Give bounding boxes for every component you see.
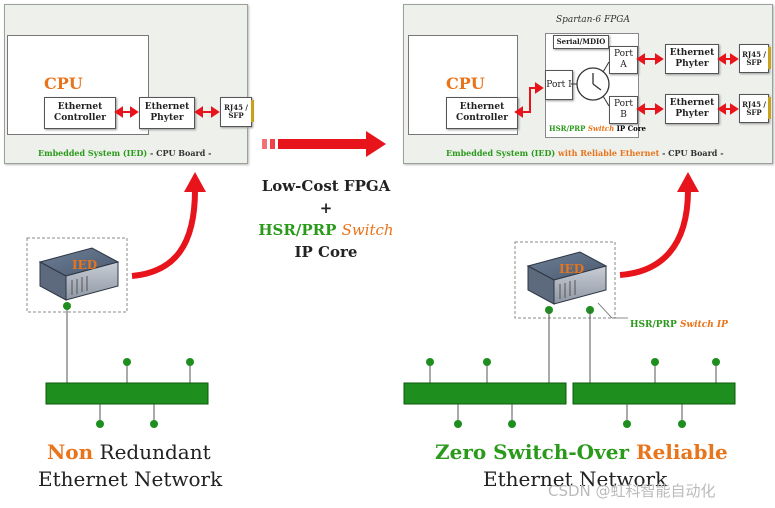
right-board-caption: Embedded System (IED) with Reliable Ethe… <box>446 148 724 158</box>
left-network <box>45 302 209 428</box>
right-ethernet-phyter-bottom: Ethernet Phyter <box>665 94 719 124</box>
right-rj45-pins <box>768 47 771 119</box>
right-caption-rest: - CPU Board - <box>662 148 724 158</box>
switch-clock-icon <box>571 61 610 107</box>
center-caption: Low-Cost FPGA + HSR/PRP Switch IP Core <box>252 175 400 263</box>
switch-ip-green: HSR/PRP <box>630 320 677 330</box>
left-network-title: Non Redundant <box>47 440 211 464</box>
center-line3: HSR/PRP Switch <box>252 219 400 241</box>
serial-mdio-box: Serial/MDIO <box>553 35 609 49</box>
center-line2: + <box>319 199 333 217</box>
left-ethernet-controller: Ethernet Controller <box>44 97 116 129</box>
right-ied-server-icon <box>526 251 608 305</box>
right-uplink-arrow <box>619 189 691 278</box>
switch-ip-orange: Switch IP <box>679 320 728 330</box>
switch-ip-label: HSR/PRP Switch IP <box>630 320 728 330</box>
transform-arrow <box>262 131 386 157</box>
right-link-arrows <box>514 53 739 118</box>
left-ied-label: IED <box>72 258 98 272</box>
right-rj45-sfp-top: RJ45 / SFP <box>739 44 769 73</box>
switch-ip-leader <box>597 302 628 319</box>
ip-core-rest: IP Core <box>616 124 646 133</box>
left-network-subtitle: Ethernet Network <box>38 467 223 491</box>
ip-core-orange: Switch <box>587 124 615 133</box>
ip-core-green: HSR/PRP <box>549 124 586 133</box>
right-caption-green: Embedded System (IED) <box>446 148 556 158</box>
left-link-arrows <box>114 106 220 118</box>
fpga-title: Spartan-6 FPGA <box>556 15 630 25</box>
port-a-box: Port A <box>609 46 638 74</box>
ip-core-caption: HSR/PRP Switch IP Core <box>549 124 646 133</box>
center-line3-orange: Switch <box>341 221 394 239</box>
left-uplink-arrowhead <box>184 172 206 192</box>
right-network-title: Zero Switch-Over Reliable <box>435 440 728 464</box>
center-line4: IP Core <box>294 243 358 261</box>
right-network-subtitle: Ethernet Network <box>483 467 668 491</box>
right-ethernet-controller: Ethernet Controller <box>446 97 518 129</box>
left-rj45-pins <box>251 100 254 122</box>
center-line3-green: HSR/PRP <box>258 221 337 239</box>
port-b-box: Port B <box>609 96 638 124</box>
port-i-box: Port I <box>545 70 573 100</box>
right-title-green: Zero Switch-Over <box>435 440 629 464</box>
left-title-rest: Redundant <box>99 440 211 464</box>
left-rj45-sfp: RJ45 / SFP <box>220 97 252 127</box>
right-caption-orange: with Reliable Ethernet <box>558 148 660 158</box>
right-uplink-arrowhead <box>677 172 699 192</box>
right-ethernet-phyter-top: Ethernet Phyter <box>665 44 719 74</box>
left-uplink-arrow <box>131 189 198 279</box>
left-ied-server-icon <box>38 247 120 301</box>
center-line1: Low-Cost FPGA <box>261 177 391 195</box>
right-ied-frame <box>514 241 616 319</box>
left-cpu-label: CPU <box>44 74 83 93</box>
right-network <box>403 306 736 428</box>
left-board-caption: Embedded System (IED) - CPU Board - <box>38 148 211 158</box>
watermark: CSDN @虹科智能自动化 <box>548 482 716 500</box>
left-ied-frame <box>26 237 128 313</box>
right-cpu-label: CPU <box>446 74 485 93</box>
left-caption-green: Embedded System (IED) <box>38 148 148 158</box>
left-title-accent: Non <box>47 440 94 464</box>
right-ied-label: IED <box>559 262 585 276</box>
left-ethernet-phyter: Ethernet Phyter <box>139 97 195 129</box>
left-caption-rest: - CPU Board - <box>150 148 212 158</box>
right-title-orange: Reliable <box>635 440 728 464</box>
